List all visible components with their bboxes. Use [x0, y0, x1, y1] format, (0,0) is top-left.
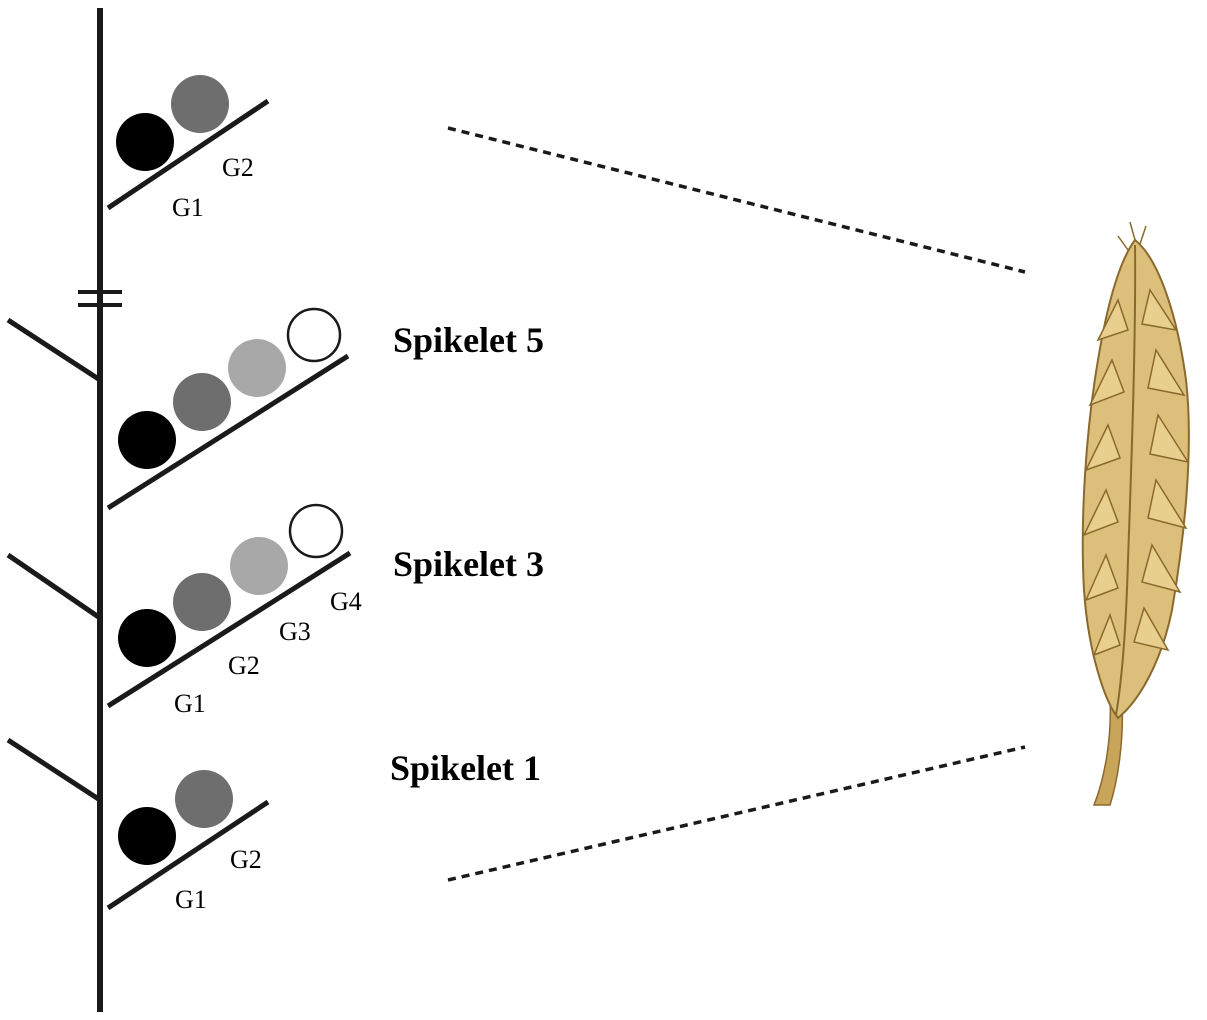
- grain-g3: [228, 339, 286, 397]
- break-mark-icon: [78, 290, 122, 307]
- top-spikelet: G1 G2: [106, 75, 270, 222]
- grain-g2: [173, 573, 231, 631]
- grain-label-g2: G2: [228, 651, 260, 680]
- spikelet-1-label: Spikelet 1: [390, 748, 541, 788]
- spikelet-5-label: Spikelet 5: [393, 320, 544, 360]
- spikelet-5: [106, 307, 350, 511]
- grain-label-g2: G2: [230, 845, 262, 874]
- wheat-ear-icon: [1081, 221, 1190, 806]
- spikelet-branch: [106, 550, 352, 709]
- branch-stub-lower: [6, 737, 102, 803]
- grain-g1: [118, 807, 176, 865]
- grain-label-g1: G1: [175, 885, 207, 914]
- grain-g2: [173, 373, 231, 431]
- spikelet-3-label: Spikelet 3: [393, 544, 544, 584]
- grain-g1: [116, 113, 174, 171]
- spikelet-3: G1 G2 G3 G4: [106, 503, 362, 718]
- spikelet-branch: [106, 799, 270, 911]
- spikelet-branch: [106, 98, 270, 211]
- grain-g1: [118, 609, 176, 667]
- grain-label-g1: G1: [174, 689, 206, 718]
- grain-g3: [230, 537, 288, 595]
- connector-dashed-bottom: [447, 745, 1026, 882]
- spikelet-branch: [106, 353, 350, 511]
- grain-g4: [286, 307, 342, 363]
- grain-g2: [175, 770, 233, 828]
- grain-label-g3: G3: [279, 617, 311, 646]
- branch-stub-upper: [6, 317, 102, 383]
- branch-stub-middle: [6, 552, 102, 621]
- grain-g2: [171, 75, 229, 133]
- connector-dashed-top: [447, 126, 1026, 274]
- grain-label-g2: G2: [222, 153, 254, 182]
- grain-g4: [288, 503, 344, 559]
- grain-label-g1: G1: [172, 193, 204, 222]
- grain-g1: [118, 411, 176, 469]
- grain-label-g4: G4: [330, 587, 362, 616]
- spikelet-1: G1 G2: [106, 770, 270, 914]
